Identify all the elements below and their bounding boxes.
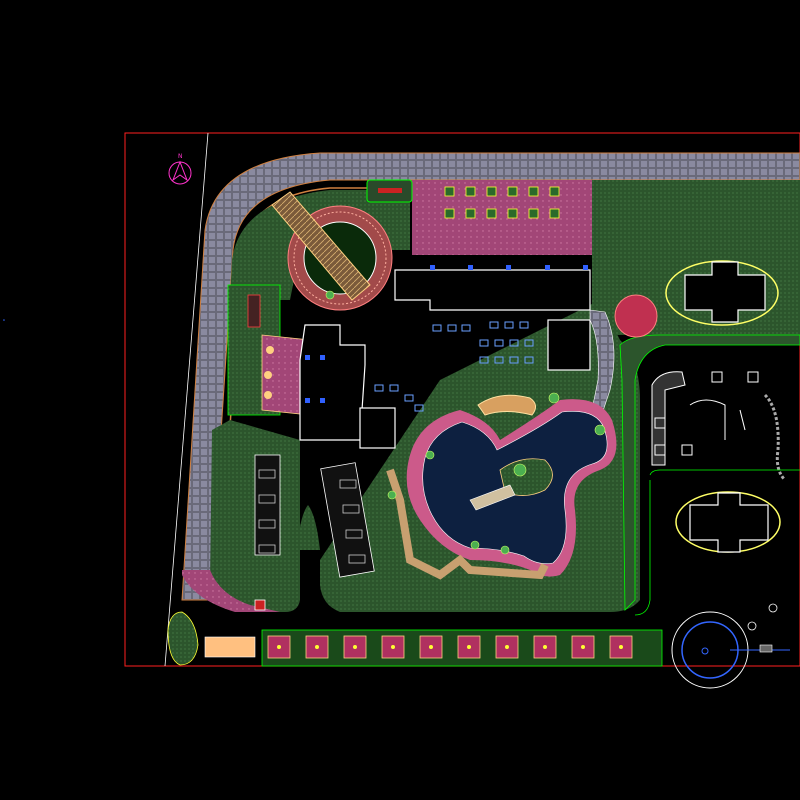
- pond-bridge: [469, 484, 516, 511]
- paving-southwest-corner: [182, 570, 280, 612]
- paving-plaza-north: [412, 180, 592, 255]
- parking-island: [297, 505, 320, 550]
- east-road-line: [649, 469, 800, 476]
- entry-path: [204, 636, 256, 658]
- circular-fountain: [671, 603, 790, 689]
- north-arrow-icon: N: [168, 153, 192, 185]
- gate-marker: [254, 599, 266, 611]
- east-courtyard: [651, 371, 787, 482]
- north-label: N: [178, 153, 183, 160]
- planter-box: [247, 294, 261, 328]
- entry-garden: [167, 611, 199, 666]
- tree-symbols: [325, 290, 606, 555]
- residential-building-north: [665, 260, 779, 326]
- site-boundary-line: [164, 132, 209, 667]
- pond-pavilion: [477, 394, 536, 416]
- perimeter-walkway: [181, 152, 800, 601]
- residential-building-south: [675, 491, 781, 553]
- diagonal-ramp: [271, 191, 371, 301]
- east-road-line-2: [634, 480, 651, 616]
- round-planter: [614, 294, 658, 338]
- lawn-east-strip: [619, 334, 800, 611]
- lamp-posts-west: [264, 346, 274, 399]
- pond-boardwalk: [386, 468, 549, 580]
- plaza-planters: [444, 186, 560, 219]
- entry-sign-bar: [378, 188, 402, 193]
- outdoor-seating: [374, 321, 534, 412]
- margin-mark: ∘: [2, 317, 6, 324]
- south-lamps: [277, 645, 623, 649]
- main-building: [299, 269, 591, 449]
- building-columns: [305, 265, 588, 403]
- pond-island: [499, 458, 553, 496]
- parking-lot-west: [254, 454, 375, 578]
